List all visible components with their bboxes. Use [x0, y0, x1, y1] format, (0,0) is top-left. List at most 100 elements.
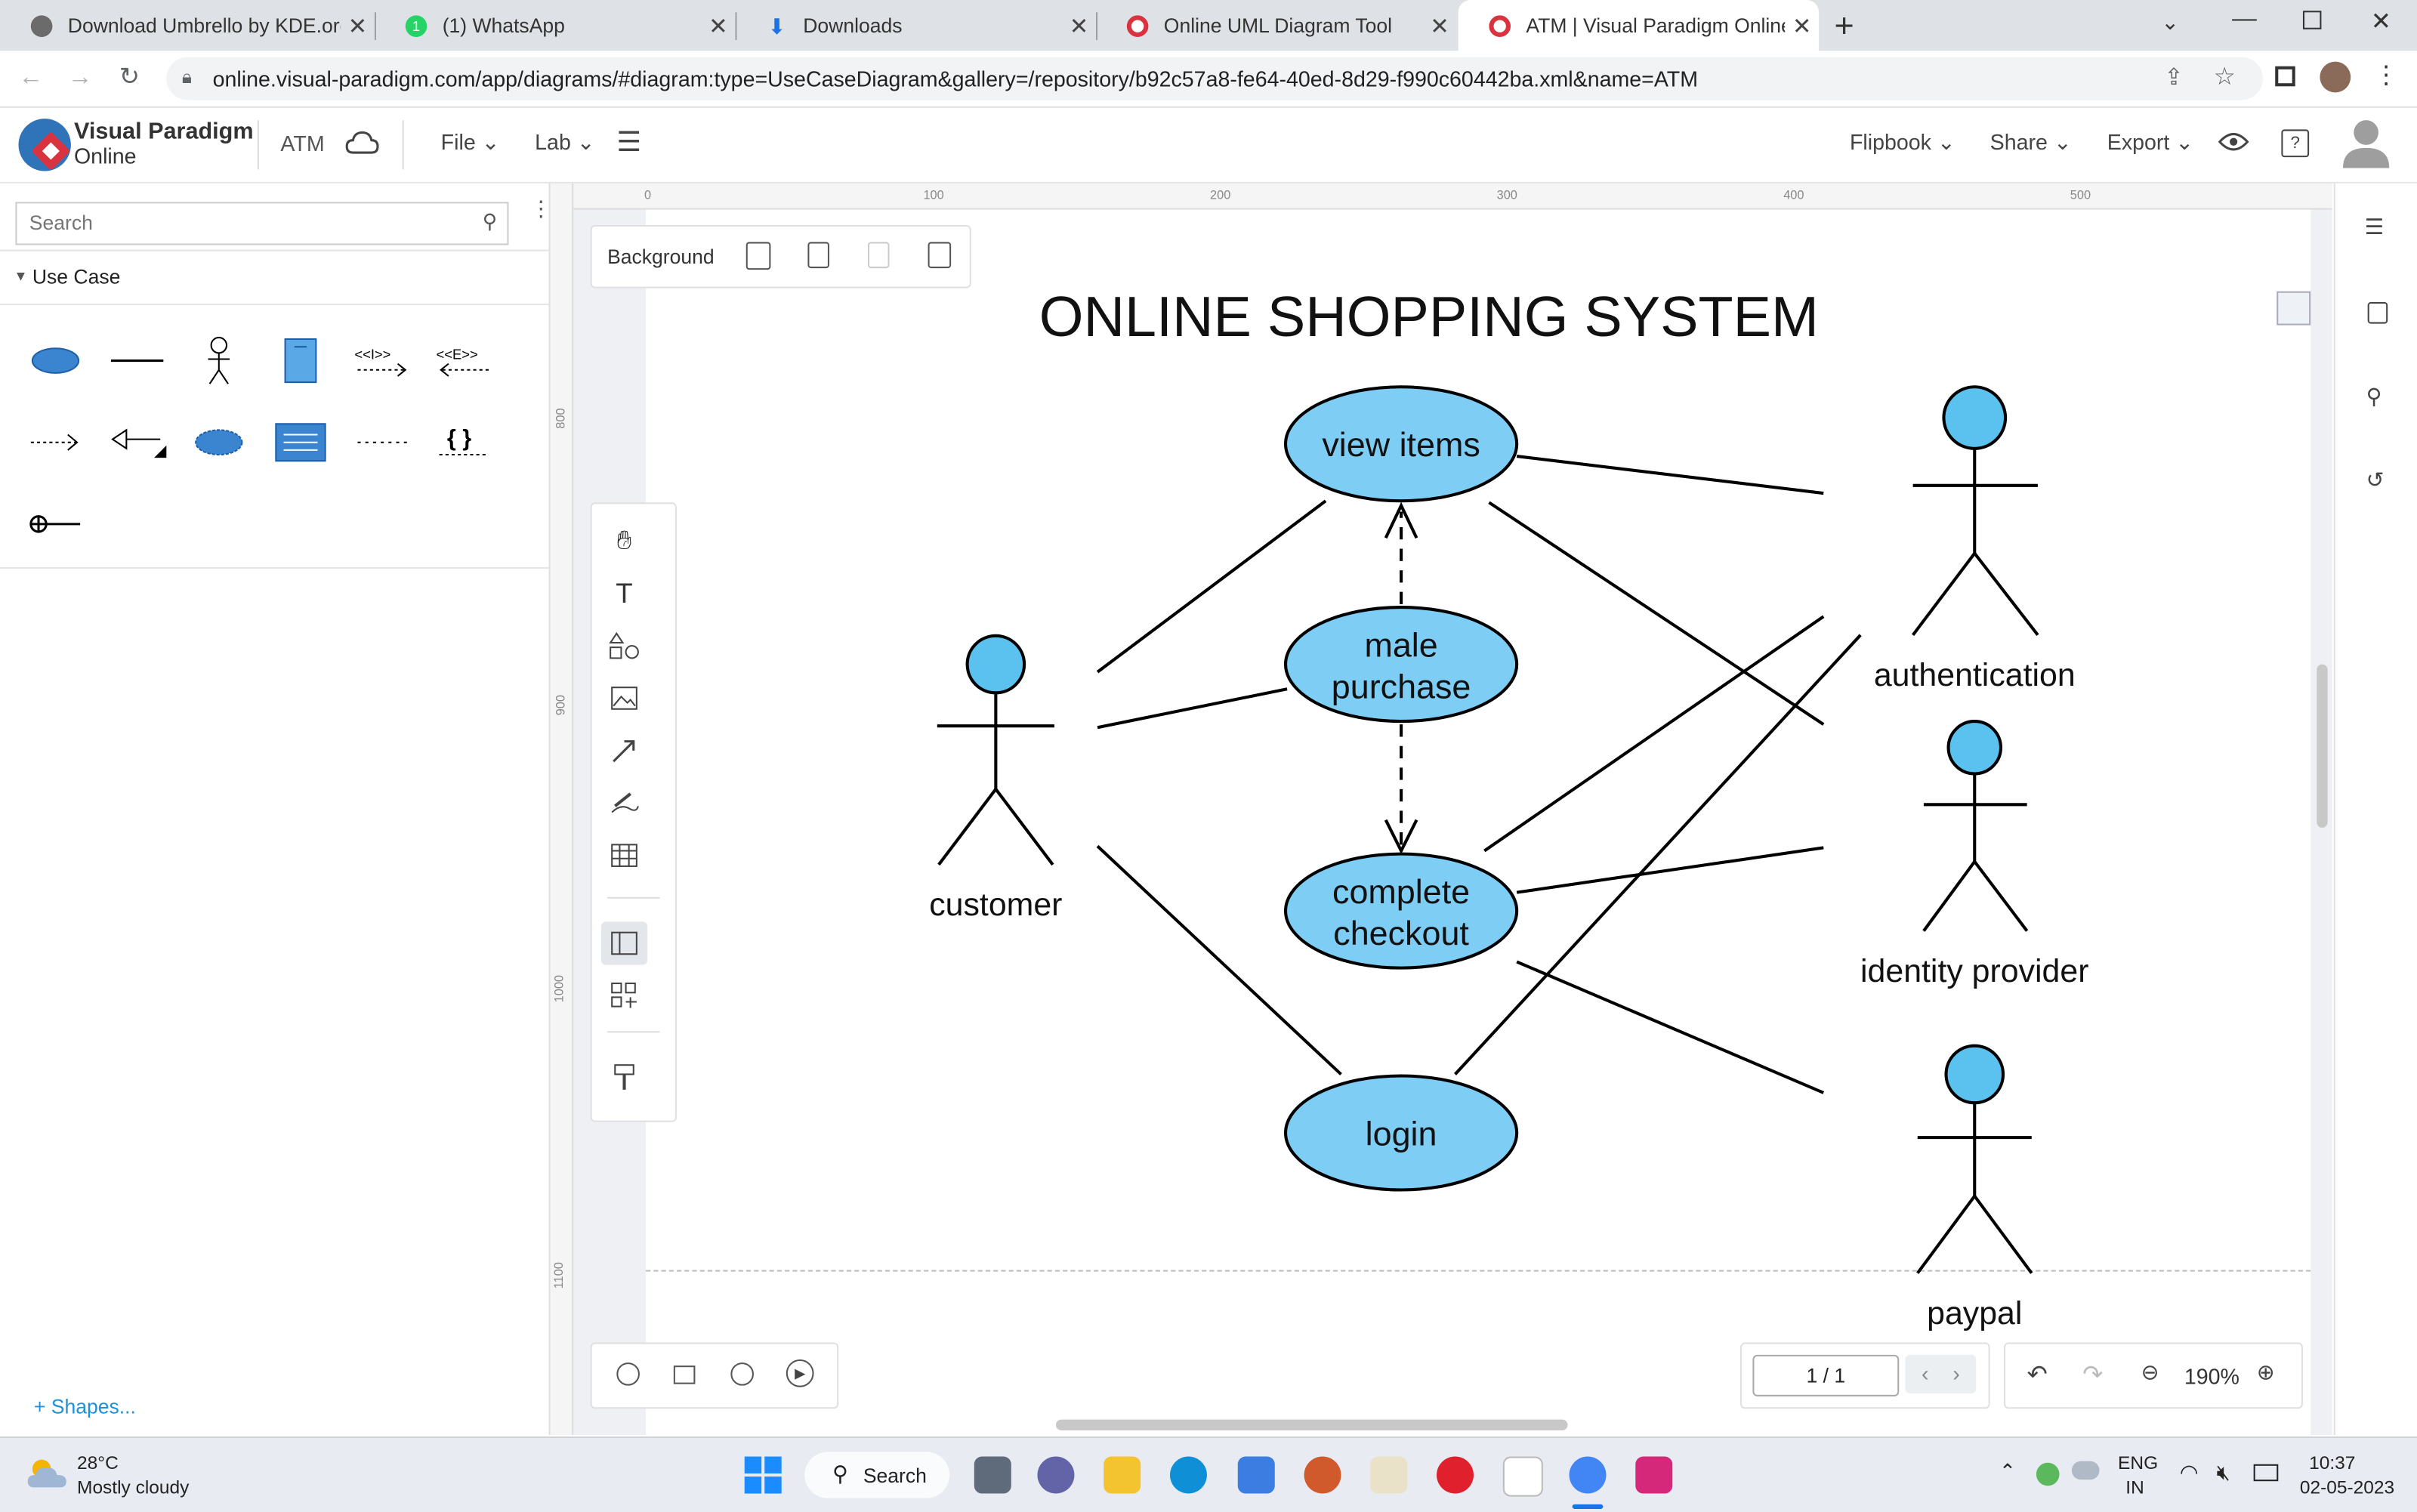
format-painter-icon[interactable] [601, 1056, 647, 1099]
new-tab-plus-icon[interactable]: + [1834, 6, 1854, 45]
search-icon[interactable]: ⚲ [482, 209, 498, 233]
association-checkout-paypal[interactable] [1516, 960, 1825, 1094]
tray-app-icon[interactable] [2036, 1462, 2060, 1486]
tab-downloads[interactable]: ⬇ Downloads ✕ [735, 0, 1098, 51]
zoom-in-icon[interactable]: ⊕ [2256, 1359, 2275, 1384]
actor-identity-provider[interactable] [1922, 720, 2029, 932]
browser-menu-icon[interactable]: ⋮ [2373, 63, 2399, 90]
association-login-authentication[interactable] [1454, 634, 1862, 1075]
menu-flipbook[interactable]: Flipbook ⌄ [1850, 129, 1956, 156]
instagram-app-icon[interactable] [1635, 1456, 1673, 1494]
redo-icon[interactable]: ↷ [2082, 1362, 2104, 1389]
history-icon[interactable]: ↺ [2366, 467, 2385, 492]
zoom-level[interactable]: 190% [2184, 1364, 2240, 1389]
maximize-icon[interactable] [2302, 11, 2322, 29]
video-icon[interactable] [673, 1365, 696, 1384]
reload-icon[interactable]: ↻ [119, 64, 140, 91]
table-tool-icon[interactable] [601, 834, 647, 877]
file-explorer-icon[interactable] [1104, 1456, 1141, 1494]
language-secondary[interactable]: IN [2125, 1477, 2144, 1498]
menu-share[interactable]: Share ⌄ [1990, 129, 2072, 156]
teams-chat-icon[interactable] [1037, 1456, 1075, 1494]
close-icon[interactable]: ✕ [1069, 13, 1089, 40]
menu-file[interactable]: File ⌄ [441, 129, 500, 156]
panel-options-icon[interactable]: ⋮ [530, 196, 552, 221]
anchor-line-shape-icon[interactable] [351, 412, 413, 474]
panel-toggle-icon[interactable] [600, 921, 648, 965]
document-app-icon[interactable] [1502, 1456, 1543, 1497]
page-arrows[interactable]: ‹ › [1905, 1354, 1977, 1393]
horizontal-scrollbar[interactable] [1055, 1419, 1568, 1430]
vertical-scrollbar[interactable] [2317, 664, 2328, 828]
game-app-icon[interactable] [1304, 1456, 1341, 1494]
timer-icon[interactable] [616, 1362, 640, 1386]
actor-label-authentication[interactable]: authentication [1874, 657, 2076, 693]
shapes-tool-icon[interactable] [601, 625, 647, 668]
use-case-complete-checkout[interactable]: complete checkout [1283, 852, 1519, 970]
association-checkout-identity[interactable] [1516, 846, 1824, 894]
background-label[interactable]: Background [607, 245, 715, 269]
containment-shape-icon[interactable] [25, 493, 87, 555]
chevron-right-icon[interactable]: › [1952, 1361, 1960, 1386]
tab-online-uml[interactable]: Online UML Diagram Tool ✕ [1096, 0, 1457, 51]
edge-browser-icon[interactable] [1169, 1456, 1207, 1494]
use-case-login[interactable]: login [1283, 1074, 1519, 1192]
shape-search-field[interactable]: ⚲ [15, 202, 509, 245]
menu-lab[interactable]: Lab ⌄ [535, 129, 595, 156]
hamburger-menu-icon[interactable]: ☰ [616, 126, 642, 158]
volume-muted-icon[interactable]: 🔇︎ [2216, 1459, 2230, 1485]
clock-time[interactable]: 10:37 [2309, 1452, 2356, 1474]
add-widget-icon[interactable] [601, 974, 647, 1017]
actor-shape-icon[interactable] [188, 330, 250, 392]
weather-cloud-icon[interactable] [25, 1453, 71, 1493]
dependency-shape-icon[interactable] [25, 412, 87, 474]
layers-icon[interactable] [2367, 301, 2388, 324]
taskbar-search[interactable]: ⚲ Search [804, 1452, 950, 1498]
forward-arrow-icon[interactable]: → [67, 64, 93, 91]
association-view-items-authentication[interactable] [1516, 455, 1824, 495]
association-customer-view-items[interactable] [1096, 499, 1327, 674]
resize-background-icon[interactable] [928, 242, 952, 269]
chevron-left-icon[interactable]: ‹ [1921, 1361, 1929, 1386]
close-icon[interactable]: ✕ [1792, 13, 1812, 40]
tab-umbrello[interactable]: Download Umbrello by KDE.org ✕ [0, 0, 376, 51]
actor-authentication[interactable] [1912, 385, 2039, 637]
remove-background-icon[interactable] [867, 242, 890, 269]
use-case-shape-icon[interactable] [25, 330, 87, 392]
actor-label-identity-provider[interactable]: identity provider [1860, 953, 2088, 989]
generalization-shape-icon[interactable] [106, 412, 168, 474]
eye-icon[interactable] [2218, 131, 2249, 153]
association-shape-icon[interactable] [106, 330, 168, 392]
share-page-icon[interactable]: ⇪ [2164, 64, 2184, 91]
language-primary[interactable]: ENG [2118, 1452, 2159, 1474]
freehand-pen-icon[interactable] [601, 782, 647, 825]
clock-date[interactable]: 02-05-2023 [2299, 1477, 2395, 1498]
image-tool-icon[interactable] [601, 677, 647, 720]
use-case-male-purchase[interactable]: male purchase [1283, 606, 1519, 724]
wifi-icon[interactable]: ◠ [2179, 1459, 2199, 1485]
notepad-app-icon[interactable] [1370, 1456, 1408, 1494]
search-icon[interactable]: ⚲ [2366, 384, 2382, 409]
actor-customer[interactable] [937, 634, 1054, 866]
page-indicator[interactable]: 1 / 1 [1752, 1354, 1900, 1396]
actor-label-paypal[interactable]: paypal [1927, 1295, 2022, 1331]
hand-pan-icon[interactable]: ✋︎ [616, 525, 632, 555]
close-icon[interactable]: ✕ [1430, 13, 1449, 40]
url-field[interactable]: 🔒︎ online.visual-paradigm.com/app/diagra… [166, 57, 2263, 100]
document-name[interactable]: ATM [280, 131, 325, 156]
note-shape-icon[interactable] [270, 412, 332, 474]
zoom-out-icon[interactable]: ⊖ [2141, 1359, 2159, 1384]
tab-atm-active[interactable]: ATM | Visual Paradigm Online ✕ [1458, 0, 1820, 51]
association-view-items-identity[interactable] [1488, 501, 1825, 726]
actor-paypal[interactable] [1916, 1044, 2033, 1274]
battery-icon[interactable] [2253, 1464, 2279, 1482]
association-checkout-authentication[interactable] [1483, 615, 1825, 853]
tab-whatsapp[interactable]: 1 (1) WhatsApp ✕ [375, 0, 737, 51]
user-avatar-icon[interactable] [2341, 117, 2391, 169]
side-panel-icon[interactable] [2275, 66, 2295, 87]
association-customer-purchase[interactable] [1097, 687, 1288, 730]
canvas-area[interactable]: 0 100 200 300 400 500 800 900 1000 1100 … [550, 183, 2332, 1435]
more-shapes-link[interactable]: + Shapes... [34, 1395, 136, 1418]
business-use-case-shape-icon[interactable] [188, 412, 250, 474]
windows-start-icon[interactable] [744, 1456, 782, 1494]
